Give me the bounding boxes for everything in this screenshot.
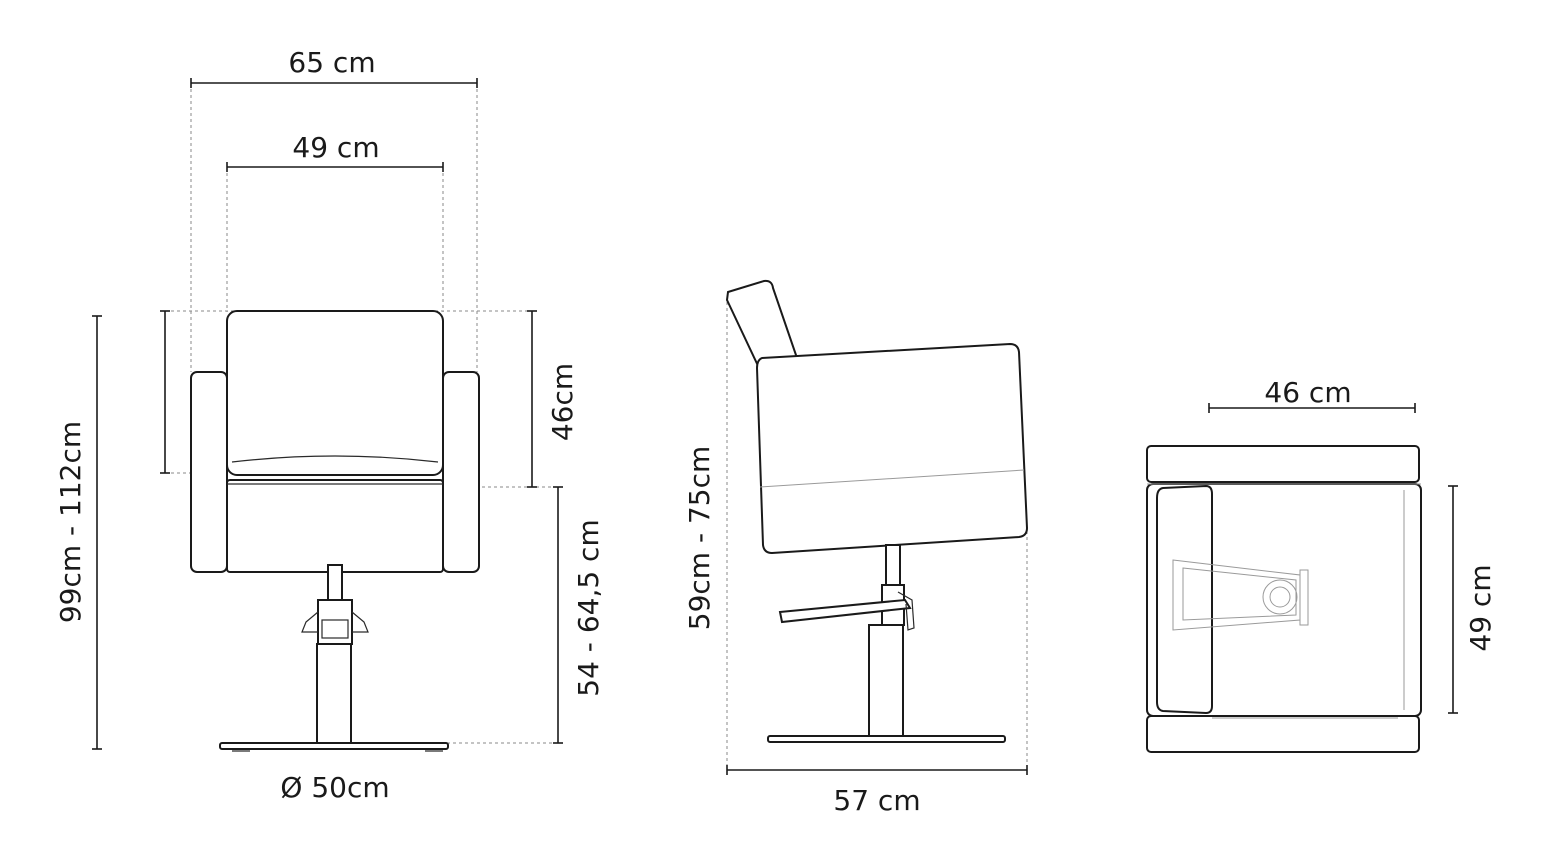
seat-height-label: 54 - 64,5 cm xyxy=(572,519,605,696)
top-depth-label: 46 cm xyxy=(1264,376,1351,409)
side-chair-outline xyxy=(725,279,1029,743)
dim-seat-height: 54 - 64,5 cm xyxy=(553,486,605,744)
overall-width-label: 65 cm xyxy=(288,46,375,79)
dim-top-width: 49 cm xyxy=(1448,485,1497,714)
side-extension-lines xyxy=(726,296,1028,770)
dim-side-height: 59cm - 75cm xyxy=(683,446,716,631)
front-view: 65 cm 49 cm 46cm 99cm - 112cm xyxy=(54,46,605,804)
back-height-label: 46cm xyxy=(546,363,579,441)
side-depth-label: 57 cm xyxy=(833,784,920,817)
side-view: 59cm - 75cm 57 cm xyxy=(683,279,1029,817)
dim-total-height: 99cm - 112cm xyxy=(54,315,102,750)
dim-seat-width-front: 49 cm xyxy=(226,131,444,172)
dim-back-height-left xyxy=(160,310,170,474)
base-diameter-label: Ø 50cm xyxy=(280,771,389,804)
seat-width-front-label: 49 cm xyxy=(292,131,379,164)
dim-back-height: 46cm xyxy=(527,310,579,488)
dim-top-depth: 46 cm xyxy=(1208,376,1416,413)
dim-overall-width: 65 cm xyxy=(190,46,478,88)
side-height-label: 59cm - 75cm xyxy=(683,446,716,631)
top-view: 46 cm 49 cm xyxy=(1146,376,1497,753)
top-chair-outline xyxy=(1146,445,1422,753)
top-width-label: 49 cm xyxy=(1464,564,1497,651)
front-chair-outline xyxy=(190,310,480,752)
dim-side-depth: 57 cm xyxy=(726,765,1028,817)
total-height-label: 99cm - 112cm xyxy=(54,421,87,623)
